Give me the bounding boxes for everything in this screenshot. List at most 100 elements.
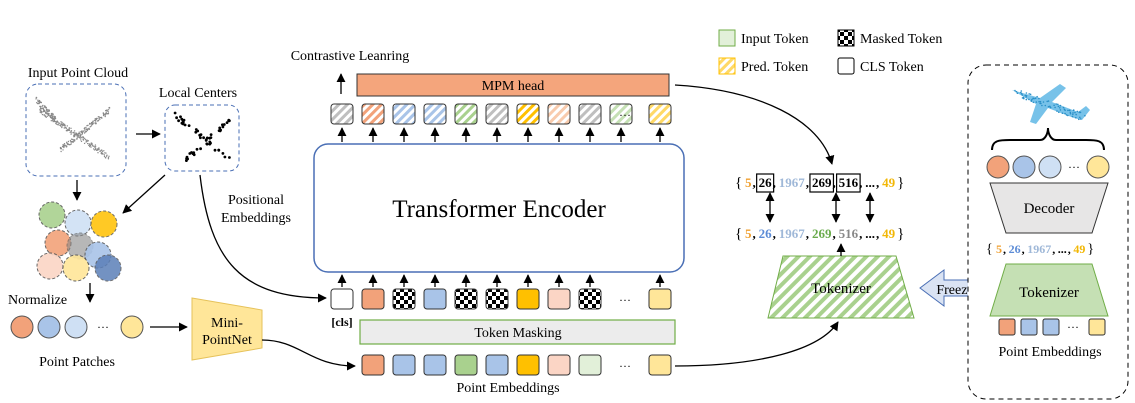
plane-dot — [1057, 103, 1059, 106]
plane-dot — [1025, 92, 1028, 94]
point-dot — [40, 112, 42, 114]
point-dot — [105, 152, 107, 154]
pred-token — [361, 103, 385, 125]
arrow-mpm-to-ids — [674, 84, 835, 165]
plane-dot — [1021, 94, 1024, 96]
plane-dot — [1038, 97, 1040, 100]
point-dot — [70, 130, 73, 132]
point-dot — [38, 101, 41, 103]
plane-dot — [1069, 111, 1072, 114]
pred-token — [516, 103, 540, 125]
point-dot — [42, 104, 44, 107]
brace-close: } — [897, 175, 904, 191]
input-token — [392, 288, 416, 310]
embedding-token — [648, 354, 672, 376]
point-patches-row: ··· — [10, 315, 144, 339]
input-ellipsis: ··· — [619, 293, 631, 307]
point-dot — [78, 137, 81, 139]
mini-pointnet-label: Mini-PointNet — [202, 316, 252, 348]
plane-dot — [1071, 115, 1074, 118]
input-token — [648, 288, 672, 310]
pred-token — [547, 103, 571, 125]
plane-dot — [1074, 111, 1076, 114]
plane-dot — [1029, 93, 1032, 96]
point-dot — [72, 138, 74, 141]
point-dot — [73, 139, 75, 141]
token-sep: , — [1003, 242, 1006, 256]
center-dot — [199, 133, 203, 137]
token-sep: , — [876, 226, 879, 241]
center-dot — [221, 152, 225, 155]
local-centers-box — [164, 104, 240, 172]
point-dot — [50, 120, 52, 122]
point-dot — [62, 144, 64, 146]
point-dot — [107, 157, 110, 159]
pred-token — [578, 103, 602, 125]
point-dot — [41, 111, 43, 113]
plane-dot — [1059, 109, 1062, 111]
point-dot — [45, 108, 48, 110]
point-dot — [53, 116, 56, 118]
token-id: 5 — [996, 242, 1002, 256]
input-token — [516, 288, 540, 310]
plane-dot — [1075, 116, 1077, 119]
plane-dot — [1033, 97, 1035, 100]
token-masking-block — [359, 319, 676, 345]
point-dot — [63, 143, 66, 145]
point-dot — [78, 131, 80, 133]
point-dot — [97, 148, 99, 150]
point-dot — [50, 114, 52, 117]
right-embed-ellipsis: ··· — [1067, 320, 1079, 334]
point-dot — [100, 116, 102, 119]
legend-input-swatch — [718, 29, 736, 47]
token-id: 49 — [882, 226, 896, 241]
point-dot — [99, 116, 101, 119]
input-point-cloud-box — [25, 83, 127, 177]
point-embedding-row: ··· — [361, 354, 672, 376]
plane-dot — [1059, 107, 1061, 109]
point-dot — [48, 113, 50, 115]
point-dot — [58, 122, 60, 125]
point-dot — [65, 126, 67, 129]
point-dot — [95, 120, 97, 122]
plane-dot — [1046, 100, 1048, 103]
legend-pred-swatch — [718, 57, 736, 75]
legend-masked-token: Masked Token — [860, 32, 942, 47]
point-dot — [84, 137, 86, 140]
token-id-box — [756, 173, 775, 193]
token-sep: , — [1068, 242, 1071, 256]
point-dot — [85, 126, 87, 129]
point-dot — [76, 137, 78, 140]
plane-dot — [1032, 101, 1035, 104]
point-dot — [83, 142, 86, 145]
legend-masked-swatch — [837, 29, 855, 47]
center-dot — [221, 125, 225, 129]
point-dot — [80, 139, 82, 141]
plane-dot — [1079, 118, 1082, 120]
point-dot — [45, 116, 47, 118]
plane-dot — [1079, 116, 1081, 119]
plane-dot — [1024, 94, 1027, 97]
point-dot — [55, 120, 57, 123]
local-centers-label: Local Centers — [159, 86, 237, 101]
plane-dot — [1028, 93, 1030, 95]
point-dot — [82, 139, 85, 141]
point-dot — [93, 148, 95, 150]
point-dot — [63, 145, 65, 147]
transformer-encoder-label: Transformer Encoder — [392, 196, 606, 223]
point-dot — [100, 152, 103, 155]
patch-cluster — [36, 201, 122, 282]
embed-ellipsis: ··· — [619, 359, 631, 373]
point-dot — [95, 148, 97, 151]
point-dot — [70, 127, 72, 129]
point-dot — [105, 110, 107, 112]
mpm-head-block — [356, 73, 670, 97]
plane-dot — [1020, 92, 1023, 95]
point-dot — [52, 120, 54, 123]
point-dot — [80, 134, 82, 136]
center-dot — [179, 115, 182, 119]
plane-dot — [1038, 100, 1040, 103]
point-dot — [59, 146, 62, 149]
point-dot — [46, 115, 48, 117]
plane-dot — [1061, 112, 1064, 114]
